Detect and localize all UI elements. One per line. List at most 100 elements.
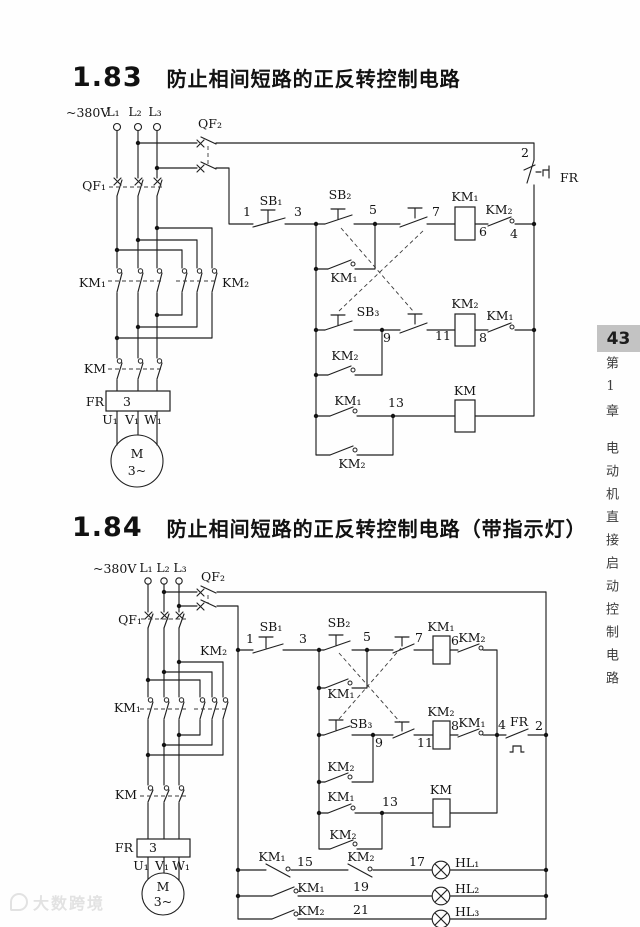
dashed-links-183 [108, 146, 425, 370]
label-node1: 1 [243, 204, 251, 219]
watermark-logo-icon [10, 893, 28, 911]
label-km2-hl1: KM₂ [347, 849, 374, 864]
label-380v-b: ~380V [93, 561, 137, 576]
label-node21: 21 [353, 902, 369, 917]
label-sb2: SB₂ [329, 187, 352, 202]
label-motor-3ph: 3~ [128, 463, 146, 478]
watermark-text: 大数跨境 [33, 894, 106, 913]
lamp-hl3 [431, 909, 451, 927]
label-km2-main-b: KM₂ [200, 643, 227, 658]
label-l1-b: L₁ [139, 560, 152, 575]
label-u1-b: U₁ [133, 858, 149, 873]
label-node5: 5 [369, 202, 377, 217]
labels-184: ~380V L₁ L₂ L₃ QF₂ QF₁ KM₂ KM₁ KM FR 3 U… [93, 560, 543, 919]
circuit-184: ~380V L₁ L₂ L₃ QF₂ QF₁ KM₂ KM₁ KM FR 3 U… [93, 560, 549, 927]
label-380v: ~380V [66, 105, 110, 120]
label-node4: 4 [510, 226, 518, 241]
label-qf1: QF₁ [82, 178, 106, 193]
label-node4-b: 4 [498, 717, 506, 732]
junctions-184 [145, 589, 549, 899]
label-l1: L₁ [106, 104, 119, 119]
label-km2-nc-b: KM₂ [458, 630, 485, 645]
label-l2: L₂ [128, 104, 141, 119]
watermark: 大数跨境 [10, 890, 105, 914]
label-node11-b: 11 [417, 735, 433, 750]
label-node13-b: 13 [382, 794, 398, 809]
label-node9-b: 9 [375, 735, 383, 750]
label-sb2-b: SB₂ [328, 615, 351, 630]
label-w1: W₁ [144, 412, 162, 427]
label-fr-ctrl-b: FR [510, 714, 529, 729]
supply-terminals-184 [144, 577, 183, 585]
label-km2-bottom-b: KM₂ [329, 827, 356, 842]
motor-circle-183 [110, 434, 164, 488]
dashed-links-184 [140, 595, 402, 797]
devices-184 [136, 635, 451, 927]
label-node8-b: 8 [451, 718, 459, 733]
label-km1-row3-b: KM₁ [327, 789, 354, 804]
label-l2-b: L₂ [156, 560, 169, 575]
chapter-title: 电动机直接启动控制电路 [603, 441, 618, 694]
label-km-main: KM [84, 361, 106, 376]
label-node15: 15 [297, 854, 313, 869]
label-hl2: HL₂ [455, 881, 479, 896]
supply-terminals-183 [112, 122, 162, 132]
label-km1-coil: KM₁ [451, 189, 478, 204]
label-sb1-b: SB₁ [260, 619, 283, 634]
label-km-coil: KM [454, 383, 476, 398]
label-qf1-b: QF₁ [118, 612, 142, 627]
figure-183-title: 防止相间短路的正反转控制电路 [166, 67, 461, 91]
label-v1: V₁ [124, 412, 139, 427]
label-motor-m-b: M [157, 879, 170, 894]
devices-183 [105, 206, 476, 488]
label-km1-hl1: KM₁ [258, 849, 285, 864]
label-km1-nc-b: KM₁ [458, 715, 485, 730]
wires-184 [147, 583, 547, 920]
label-km1-latch: KM₁ [330, 270, 357, 285]
label-node11: 11 [435, 328, 451, 343]
figure-184-number: 1.84 [72, 512, 143, 543]
figure-183-number: 1.83 [72, 62, 143, 93]
label-km-coil-b: KM [430, 782, 452, 797]
label-sb1: SB₁ [260, 193, 283, 208]
page-number: 43 [606, 328, 631, 349]
page-number-badge: 43 [597, 325, 640, 352]
label-km-main-b: KM [115, 787, 137, 802]
label-node6-b: 6 [451, 633, 459, 648]
label-km2-main: KM₂ [222, 275, 249, 290]
label-motor-m: M [131, 446, 144, 461]
figure-184-header: 1.84 防止相间短路的正反转控制电路（带指示灯） [72, 512, 587, 543]
label-km1-hl2: KM₁ [297, 880, 324, 895]
label-km2-coil-b: KM₂ [427, 704, 454, 719]
label-node8: 8 [479, 330, 487, 345]
label-u1: U₁ [102, 412, 118, 427]
label-node2: 2 [521, 145, 529, 160]
label-fr-main: FR [86, 394, 105, 409]
label-sb3-b: SB₃ [350, 716, 373, 731]
symbols-183 [113, 136, 550, 456]
label-fr-ctrl: FR [560, 170, 579, 185]
label-node7: 7 [432, 204, 440, 219]
label-km2-hl3: KM₂ [297, 903, 324, 918]
label-fr-main-b: FR [115, 840, 134, 855]
circuit-183: ~380V L₁ L₂ L₃ QF₂ QF₁ KM₁ KM₂ KM FR 3 U… [66, 104, 579, 488]
label-fr-3-b: 3 [149, 840, 157, 855]
label-node7-b: 7 [415, 630, 423, 645]
figure-183-header: 1.83 防止相间短路的正反转控制电路 [72, 62, 461, 93]
label-w1-b: W₁ [172, 858, 190, 873]
label-qf2: QF₂ [198, 116, 222, 131]
label-km1-latch-b: KM₁ [327, 686, 354, 701]
label-node17: 17 [409, 854, 425, 869]
label-node5-b: 5 [363, 629, 371, 644]
label-motor-3ph-b: 3~ [154, 894, 172, 909]
label-qf2-b: QF₂ [201, 569, 225, 584]
figure-184-title: 防止相间短路的正反转控制电路（带指示灯） [166, 517, 587, 541]
label-sb3: SB₃ [357, 304, 380, 319]
motor-circle-184 [141, 872, 185, 916]
label-fr-3: 3 [123, 394, 131, 409]
label-node3: 3 [294, 204, 302, 219]
chapter-marker: 第1章 [603, 356, 618, 427]
label-l3-b: L₃ [173, 560, 186, 575]
label-l3: L₃ [148, 104, 161, 119]
